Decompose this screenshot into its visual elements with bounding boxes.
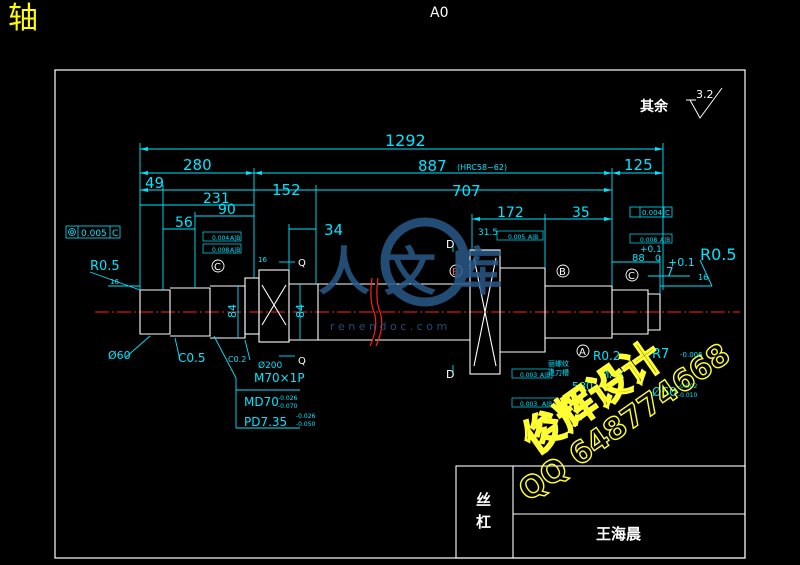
dim-49: 49 <box>145 174 164 192</box>
roughness-symbol: 3.2 <box>686 87 723 119</box>
dim-31-5: 31.5 <box>478 228 498 238</box>
fcf-mid4-value: 0.008 <box>640 237 657 244</box>
watermark-mark-chars: 人文库 <box>318 243 516 303</box>
dim-hardness: (HRC58~62) <box>457 163 507 172</box>
dim-tol-zero: 0 <box>655 254 661 264</box>
thread-note-line: 丽螺纹 <box>548 359 569 368</box>
watermark-designer: 俊辉设计 QQ 648774668 <box>512 333 738 509</box>
dim-phi60-left: Ø60 <box>108 349 131 362</box>
dim-35: 35 <box>572 205 590 221</box>
fcf-mid1-datum: A|B <box>230 235 240 242</box>
dim-m70: M70×1P <box>254 371 305 385</box>
fcf-mid4-datum: A|B <box>660 237 670 244</box>
dim-pd735: PD7.35 <box>244 415 287 429</box>
watermark-site: r e n e n d o c . c o m <box>330 320 447 333</box>
fcf-low2-datum: A|B <box>542 401 552 408</box>
dim-pd-tol-up: -0.026 <box>296 413 316 420</box>
datum-c-left: C <box>214 262 221 273</box>
dim-152: 152 <box>272 181 301 199</box>
dim-tol-plus01a: +0.1 <box>640 245 662 255</box>
part-name-line-2: 杠 <box>476 513 491 531</box>
title-block <box>455 465 746 559</box>
fcf-low1-datum: A|B <box>540 372 550 379</box>
dim-pd-tol-dn: -0.050 <box>296 421 316 428</box>
break-mark <box>369 277 383 347</box>
dim-231: 231 <box>203 191 230 207</box>
dim-r7-tol: -0.006 <box>680 351 703 359</box>
dim-tol-plus01b: +0.1 <box>668 256 695 269</box>
fcf-mid3-value: 0.005 <box>508 234 525 241</box>
dim-max: MAX <box>600 368 625 381</box>
dim-md70: MD70 <box>244 395 279 409</box>
dim-887: 887 <box>418 157 447 175</box>
dim-34: 34 <box>324 221 343 239</box>
dim-125: 125 <box>624 156 653 174</box>
dim-280: 280 <box>183 156 212 174</box>
dim-c02: C0.2 <box>228 355 246 364</box>
dim-md70-tol-dn: -0.070 <box>278 403 298 410</box>
dim-16-right: 16 <box>698 273 708 282</box>
fcf-mid2-value: 0.008 <box>212 247 229 254</box>
dim-phi60-tol-up: -0.002 <box>678 383 698 390</box>
dim-16-left: 16 <box>110 278 119 286</box>
datum-c-right: C <box>628 271 635 282</box>
dim-580: 580 <box>572 380 593 393</box>
section-q-bottom: Q <box>298 356 306 367</box>
section-q-top: Q <box>298 258 306 269</box>
dim-r05-right: R0.5 <box>700 245 737 264</box>
fcf-right <box>629 206 673 218</box>
dimension-lines <box>89 143 713 429</box>
fcf-mid-group <box>202 230 673 408</box>
dim-md70-tol-up: -0.026 <box>278 395 298 402</box>
fcf-mid1-value: 0.004 <box>212 235 229 242</box>
datum-a: A <box>579 347 586 358</box>
section-d-bottom: D <box>446 368 454 381</box>
fcf-low1-value: 0.003 <box>520 372 537 379</box>
fcf-low2-value: 0.003 <box>520 401 537 408</box>
dim-90: 90 <box>218 202 236 218</box>
fcf-mid2-datum: A|B <box>230 247 240 254</box>
dimension-texts: 1292 280 887 (HRC58~62) 125 49 231 152 7… <box>90 131 737 429</box>
title-block-part-name: 丝 杠 <box>476 491 496 531</box>
dim-707: 707 <box>452 182 481 200</box>
dim-84-a: 84 <box>226 304 239 318</box>
dim-88: 88 <box>632 253 645 264</box>
dim-r05-left: R0.5 <box>90 259 120 274</box>
section-d-top: D <box>446 238 454 251</box>
part-name-line-1: 丝 <box>476 491 491 509</box>
dim-phi60-right: Ø60 <box>652 385 677 399</box>
dim-84-b: 84 <box>294 304 307 318</box>
dim-16-mid: 16 <box>258 256 267 264</box>
watermark-logo: 人文库 r e n e n d o c . c o m <box>318 217 516 333</box>
roughness-value: 3.2 <box>696 88 714 101</box>
drawing-frame <box>54 69 746 559</box>
drawing-corner-title: 轴 <box>8 1 38 36</box>
datum-b-right: B <box>559 267 566 278</box>
fcf-left <box>65 225 121 239</box>
fcf-left-value: 0.005 <box>81 229 107 239</box>
dim-c05: C0.5 <box>178 351 205 365</box>
thread-note-line: 退刀槽 <box>548 368 569 377</box>
dim-phi200: Ø200 <box>258 360 283 371</box>
fcf-right-value: 0.004 <box>642 209 663 217</box>
sheet-size-label: A0 <box>430 5 449 21</box>
dimension-arrows <box>140 147 663 221</box>
dim-7: 7 <box>666 265 674 279</box>
dim-r02: R0.2 <box>593 349 620 363</box>
dim-56: 56 <box>175 215 193 231</box>
dim-172: 172 <box>497 205 524 221</box>
fcf-right-datum: C <box>665 209 670 217</box>
dim-overall: 1292 <box>385 131 426 150</box>
dim-phi60-tol-dn: -0.010 <box>678 392 698 399</box>
roughness-note: 其余 <box>640 98 669 115</box>
fcf-left-datum: C <box>112 229 118 239</box>
dim-r7: R7 <box>652 347 669 362</box>
shaft-profile <box>139 249 661 375</box>
fcf-mid3-datum: A|B <box>528 234 538 241</box>
thread-note: 丽螺纹退刀槽 <box>548 359 569 377</box>
datum-b-left: B <box>452 267 459 278</box>
title-block-author: 王海晨 <box>596 525 642 543</box>
